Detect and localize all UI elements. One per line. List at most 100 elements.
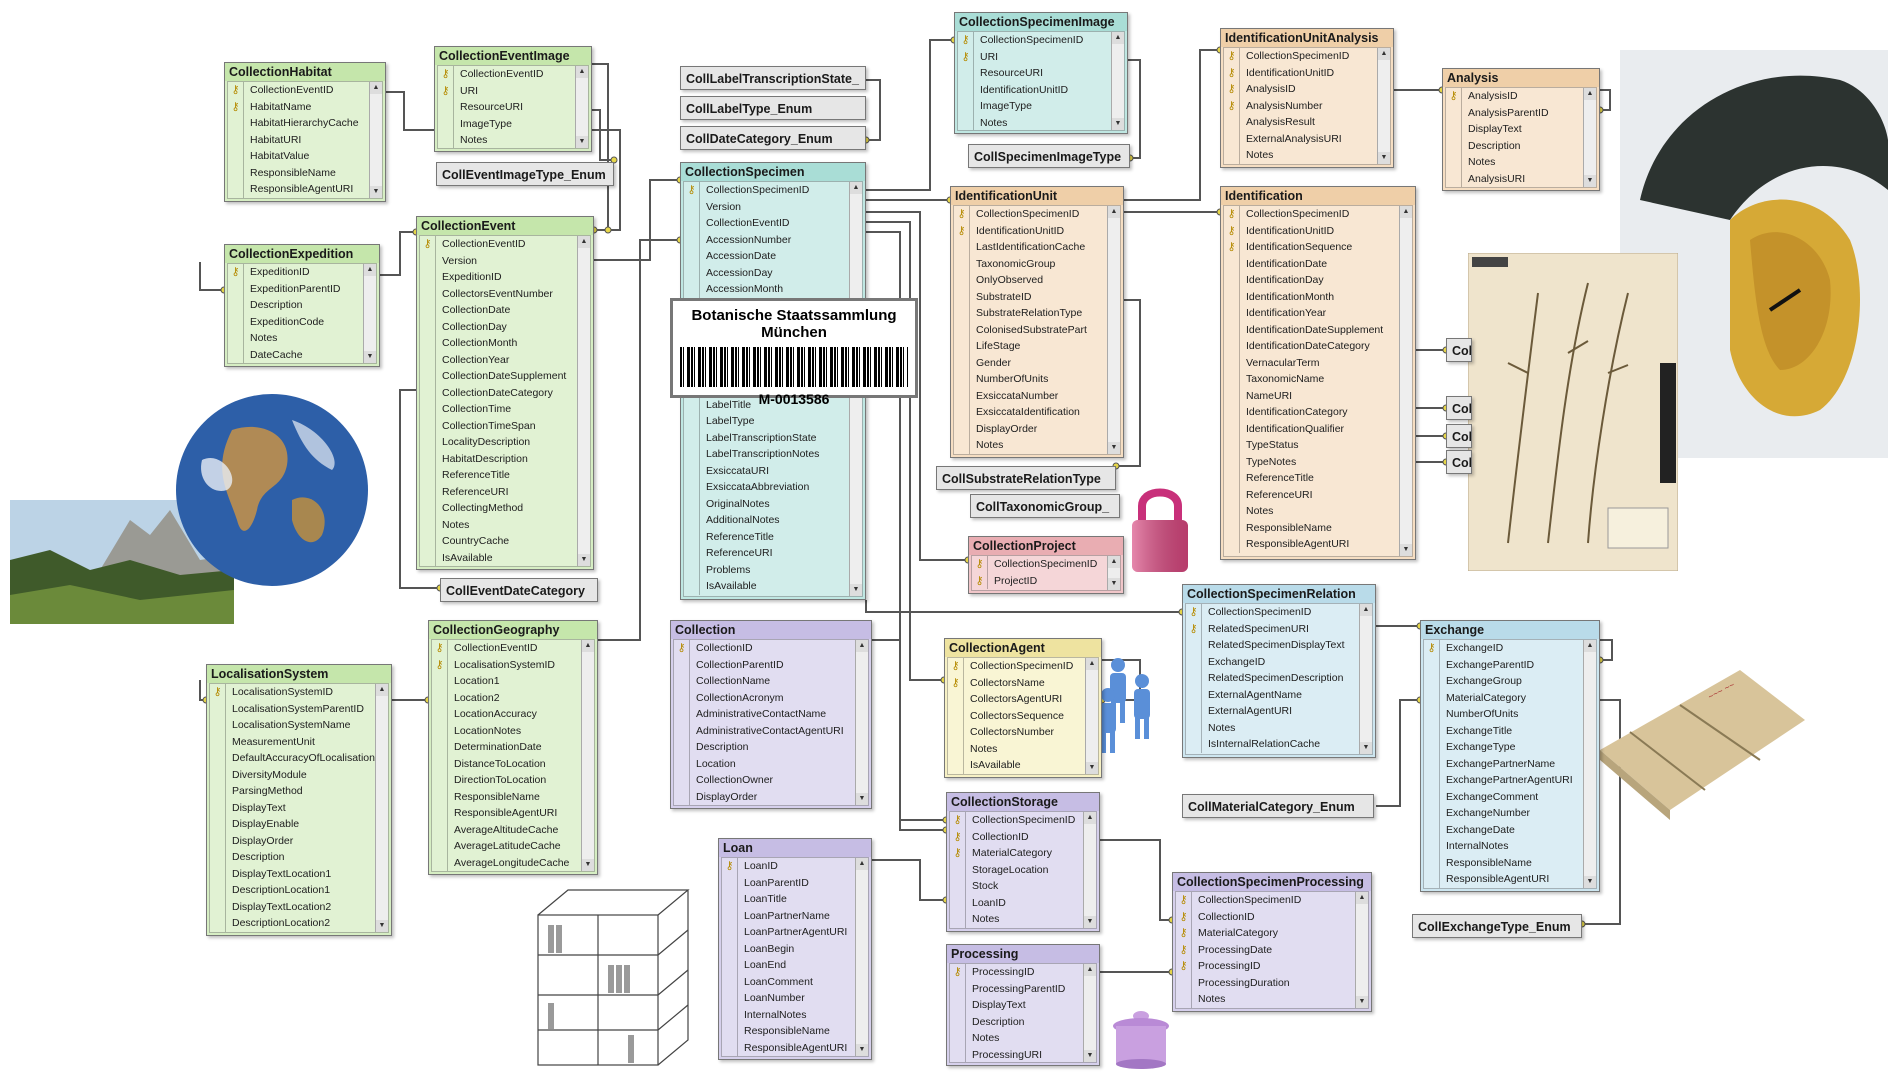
scroll-down-icon[interactable]: ▼ bbox=[376, 920, 388, 932]
scrollbar[interactable]: ▲▼ bbox=[1583, 88, 1596, 187]
column-row[interactable]: CollectionDate bbox=[420, 302, 590, 319]
scroll-down-icon[interactable]: ▼ bbox=[364, 351, 376, 363]
column-row[interactable]: ResponsibleAgentURI bbox=[1424, 871, 1596, 888]
column-row[interactable]: AdministrativeContactName bbox=[674, 706, 868, 723]
column-row[interactable]: NumberOfUnits bbox=[954, 371, 1120, 388]
column-row[interactable]: LoanEnd bbox=[722, 957, 868, 974]
column-row[interactable]: StorageLocation bbox=[950, 861, 1096, 878]
column-row[interactable]: ⚷CollectionSpecimenID bbox=[948, 658, 1098, 675]
column-row[interactable]: ⚷CollectionSpecimenID bbox=[954, 206, 1120, 223]
column-row[interactable]: HabitatValue bbox=[228, 148, 382, 165]
column-row[interactable]: ⚷MaterialCategory bbox=[1176, 925, 1368, 942]
column-row[interactable]: DisplayOrder bbox=[954, 420, 1120, 437]
table-collection-agent[interactable]: CollectionAgent⚷CollectionSpecimenID⚷Col… bbox=[944, 638, 1102, 778]
scroll-down-icon[interactable]: ▼ bbox=[1108, 578, 1120, 590]
column-row[interactable]: DirectionToLocation bbox=[432, 772, 594, 789]
column-row[interactable]: Description bbox=[228, 297, 376, 314]
column-row[interactable]: ⚷CollectionID bbox=[674, 640, 868, 657]
column-row[interactable]: IdentificationDateCategory bbox=[1224, 338, 1412, 355]
column-row[interactable]: ReferenceURI bbox=[1224, 486, 1412, 503]
column-row[interactable]: DisplayText bbox=[1446, 121, 1596, 138]
column-row[interactable]: ⚷CollectionEventID bbox=[228, 82, 382, 99]
column-row[interactable]: TaxonomicName bbox=[1224, 371, 1412, 388]
column-row[interactable]: IdentificationCategory bbox=[1224, 404, 1412, 421]
enum-col-truncated-4[interactable]: Col bbox=[1446, 450, 1472, 474]
column-row[interactable]: OnlyObserved bbox=[954, 272, 1120, 289]
column-row[interactable]: HabitatURI bbox=[228, 131, 382, 148]
column-row[interactable]: LocalisationSystemName bbox=[210, 717, 388, 734]
column-row[interactable]: Description bbox=[674, 739, 868, 756]
column-row[interactable]: IdentificationDay bbox=[1224, 272, 1412, 289]
scroll-up-icon[interactable]: ▲ bbox=[1086, 658, 1098, 670]
scroll-up-icon[interactable]: ▲ bbox=[370, 82, 382, 94]
column-row[interactable]: ⚷CollectorsName bbox=[948, 674, 1098, 691]
column-row[interactable]: ⚷CollectionSpecimenID bbox=[1224, 206, 1412, 223]
column-row[interactable]: DisplayOrder bbox=[674, 788, 868, 805]
scroll-up-icon[interactable]: ▲ bbox=[576, 66, 588, 78]
column-row[interactable]: NameURI bbox=[1224, 387, 1412, 404]
column-row[interactable]: LoanTitle bbox=[722, 891, 868, 908]
column-row[interactable]: ⚷ProcessingID bbox=[1176, 958, 1368, 975]
column-row[interactable]: ⚷HabitatName bbox=[228, 98, 382, 115]
column-row[interactable]: ResourceURI bbox=[958, 65, 1124, 82]
column-row[interactable]: ReferenceURI bbox=[420, 483, 590, 500]
scrollbar[interactable]: ▲▼ bbox=[369, 82, 382, 198]
scroll-down-icon[interactable]: ▼ bbox=[1086, 762, 1098, 774]
enum-coll-label-type[interactable]: CollLabelType_Enum bbox=[680, 96, 866, 120]
column-row[interactable]: LoanID bbox=[950, 894, 1096, 911]
column-row[interactable]: ColonisedSubstratePart bbox=[954, 321, 1120, 338]
scroll-up-icon[interactable]: ▲ bbox=[578, 236, 590, 248]
column-row[interactable]: NumberOfUnits bbox=[1424, 706, 1596, 723]
column-row[interactable]: ExpeditionCode bbox=[228, 313, 376, 330]
column-row[interactable]: Notes bbox=[954, 437, 1120, 454]
column-row[interactable]: Description bbox=[210, 849, 388, 866]
table-collection-specimen-relation[interactable]: CollectionSpecimenRelation⚷CollectionSpe… bbox=[1182, 584, 1376, 758]
enum-coll-exchange-type[interactable]: CollExchangeType_Enum bbox=[1412, 914, 1582, 938]
column-row[interactable]: Version bbox=[420, 252, 590, 269]
scrollbar[interactable]: ▲▼ bbox=[1399, 206, 1412, 556]
enum-coll-label-transcription-state[interactable]: CollLabelTranscriptionState_ bbox=[680, 66, 866, 90]
column-row[interactable]: InternalNotes bbox=[722, 1006, 868, 1023]
column-row[interactable]: Notes bbox=[1224, 503, 1412, 520]
column-row[interactable]: LabelTitle bbox=[684, 396, 862, 413]
scroll-down-icon[interactable]: ▼ bbox=[850, 584, 862, 596]
column-row[interactable]: ExsiccataURI bbox=[684, 462, 862, 479]
column-row[interactable]: IsInternalRelationCache bbox=[1186, 736, 1372, 753]
column-row[interactable]: LoanBegin bbox=[722, 940, 868, 957]
column-row[interactable]: DateCache bbox=[228, 346, 376, 363]
column-row[interactable]: ExternalAgentName bbox=[1186, 686, 1372, 703]
column-row[interactable]: ExchangeGroup bbox=[1424, 673, 1596, 690]
column-row[interactable]: Notes bbox=[420, 516, 590, 533]
column-row[interactable]: ExchangeNumber bbox=[1424, 805, 1596, 822]
column-row[interactable]: ⚷CollectionSpecimenID bbox=[684, 182, 862, 199]
column-row[interactable]: TaxonomicGroup bbox=[954, 255, 1120, 272]
column-row[interactable]: LabelTranscriptionNotes bbox=[684, 446, 862, 463]
column-row[interactable]: CollectionDay bbox=[420, 318, 590, 335]
column-row[interactable]: ResponsibleName bbox=[722, 1023, 868, 1040]
column-row[interactable]: ExternalAnalysisURI bbox=[1224, 130, 1390, 147]
column-row[interactable]: ImageType bbox=[438, 115, 588, 132]
column-row[interactable]: CollectionName bbox=[674, 673, 868, 690]
scroll-down-icon[interactable]: ▼ bbox=[1084, 916, 1096, 928]
table-collection-project[interactable]: CollectionProject⚷CollectionSpecimenID⚷P… bbox=[968, 536, 1124, 594]
column-row[interactable]: ExchangeTitle bbox=[1424, 722, 1596, 739]
column-row[interactable]: Notes bbox=[1446, 154, 1596, 171]
column-row[interactable]: ⚷AnalysisID bbox=[1446, 88, 1596, 105]
column-row[interactable]: AnalysisURI bbox=[1446, 170, 1596, 187]
column-row[interactable]: DisplayText bbox=[950, 997, 1096, 1014]
column-row[interactable]: IdentificationYear bbox=[1224, 305, 1412, 322]
column-row[interactable]: CollectionAcronym bbox=[674, 689, 868, 706]
column-row[interactable]: IdentificationDateSupplement bbox=[1224, 321, 1412, 338]
column-row[interactable]: LifeStage bbox=[954, 338, 1120, 355]
scroll-down-icon[interactable]: ▼ bbox=[1584, 175, 1596, 187]
column-row[interactable]: ⚷CollectionEventID bbox=[438, 66, 588, 83]
column-row[interactable]: Notes bbox=[948, 740, 1098, 757]
scroll-down-icon[interactable]: ▼ bbox=[1400, 544, 1412, 556]
scroll-up-icon[interactable]: ▲ bbox=[1360, 604, 1372, 616]
column-row[interactable]: ExsiccataNumber bbox=[954, 387, 1120, 404]
column-row[interactable]: AccessionDay bbox=[684, 264, 862, 281]
column-row[interactable]: LabelType bbox=[684, 413, 862, 430]
column-row[interactable]: MaterialCategory bbox=[1424, 689, 1596, 706]
